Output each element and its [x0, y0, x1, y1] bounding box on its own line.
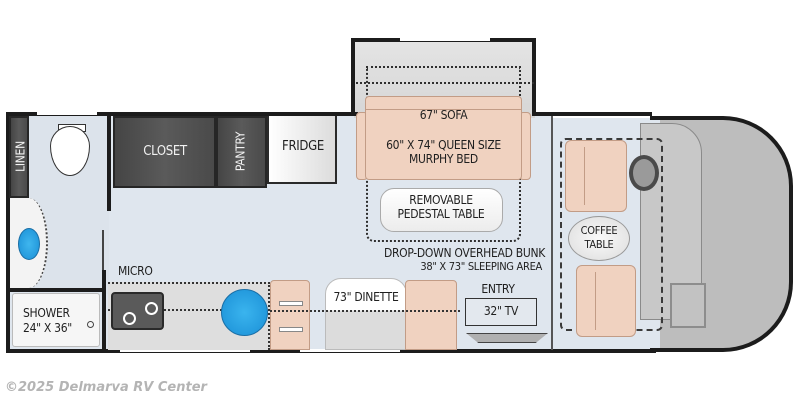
armrest — [583, 272, 596, 330]
bottom-window-2 — [300, 349, 400, 352]
burner-icon — [145, 302, 158, 315]
bath-wall-lower — [102, 230, 104, 270]
sofa-label: 67" SOFA — [419, 108, 468, 122]
shower-label-2: 24" X 36" — [23, 321, 72, 335]
wall-left — [6, 112, 10, 353]
linen-label: LINEN — [13, 141, 28, 172]
pantry-label: PANTRY — [233, 131, 248, 172]
steering-wheel-icon — [629, 155, 659, 191]
copyright-text: ©2025 Delmarva RV Center — [5, 380, 207, 395]
bottom-window — [120, 349, 250, 352]
closet[interactable]: CLOSET — [113, 116, 216, 188]
cab-outline — [650, 116, 793, 352]
micro-label: MICRO — [118, 264, 153, 278]
coffee-table[interactable]: COFFEE TABLE — [568, 216, 630, 261]
captain-chair-passenger[interactable] — [576, 265, 636, 337]
shower-label-1: SHOWER — [23, 306, 70, 320]
fridge-label: FRIDGE — [282, 139, 324, 154]
toilet-icon — [50, 126, 90, 176]
wall-slide-left — [351, 38, 355, 116]
fridge[interactable]: FRIDGE — [267, 116, 337, 184]
slide-dotted-line — [356, 82, 534, 84]
dinette-dotted-line — [270, 310, 460, 312]
wall-top-left — [6, 112, 358, 116]
wall-top-right — [532, 112, 652, 116]
shower-wall-top — [9, 288, 106, 292]
kitchen-sink-icon[interactable] — [221, 289, 268, 336]
stovetop[interactable] — [111, 292, 164, 330]
murphy-bed-label-2: MURPHY BED — [409, 152, 478, 166]
pantry[interactable]: PANTRY — [216, 116, 267, 188]
bunk-label-2: 38" X 73" SLEEPING AREA — [420, 260, 542, 273]
cab-divider — [551, 116, 553, 350]
seatbelt-icon — [279, 301, 303, 306]
entry-label: ENTRY — [481, 282, 515, 296]
linen-cabinet: LINEN — [9, 116, 29, 198]
dinette-label: 73" DINETTE — [333, 290, 399, 304]
tv-label: 32" TV — [483, 304, 519, 318]
shower[interactable]: SHOWER 24" X 36" — [12, 293, 100, 347]
captain-chair-driver[interactable] — [565, 140, 627, 212]
table-label-2: PEDESTAL TABLE — [397, 207, 485, 221]
sofa-back — [366, 97, 521, 110]
sofa[interactable]: 67" SOFA 60" X 74" QUEEN SIZE MURPHY BED — [365, 96, 522, 180]
entry-step[interactable] — [466, 333, 548, 343]
burner-icon — [123, 312, 136, 325]
slide-window — [400, 38, 490, 41]
coffee-table-label-1: COFFEE — [580, 224, 618, 237]
bath-wall-bottom — [102, 270, 106, 352]
table-label-1: REMOVABLE — [409, 193, 473, 207]
murphy-bed-label-1: 60" X 74" QUEEN SIZE — [386, 138, 501, 152]
closet-label: CLOSET — [143, 144, 187, 159]
bath-wall-upper — [107, 116, 111, 211]
armrest — [572, 147, 585, 205]
seatbelt-icon — [279, 327, 303, 332]
tv[interactable]: 32" TV — [465, 298, 537, 326]
galley-centerline — [108, 309, 278, 311]
shower-drain-icon — [87, 321, 94, 328]
dinette-table[interactable]: 73" DINETTE — [325, 278, 407, 350]
wall-slide-right — [532, 38, 536, 116]
bunk-label-1: DROP-DOWN OVERHEAD BUNK — [383, 246, 545, 260]
pedestal-table[interactable]: REMOVABLE PEDESTAL TABLE — [380, 188, 503, 232]
top-window — [37, 112, 97, 115]
dinette-seat-left[interactable] — [270, 280, 310, 350]
bathroom-sink-icon[interactable] — [18, 228, 40, 260]
coffee-table-label-2: TABLE — [584, 238, 614, 251]
dinette-seat-right[interactable] — [405, 280, 457, 350]
